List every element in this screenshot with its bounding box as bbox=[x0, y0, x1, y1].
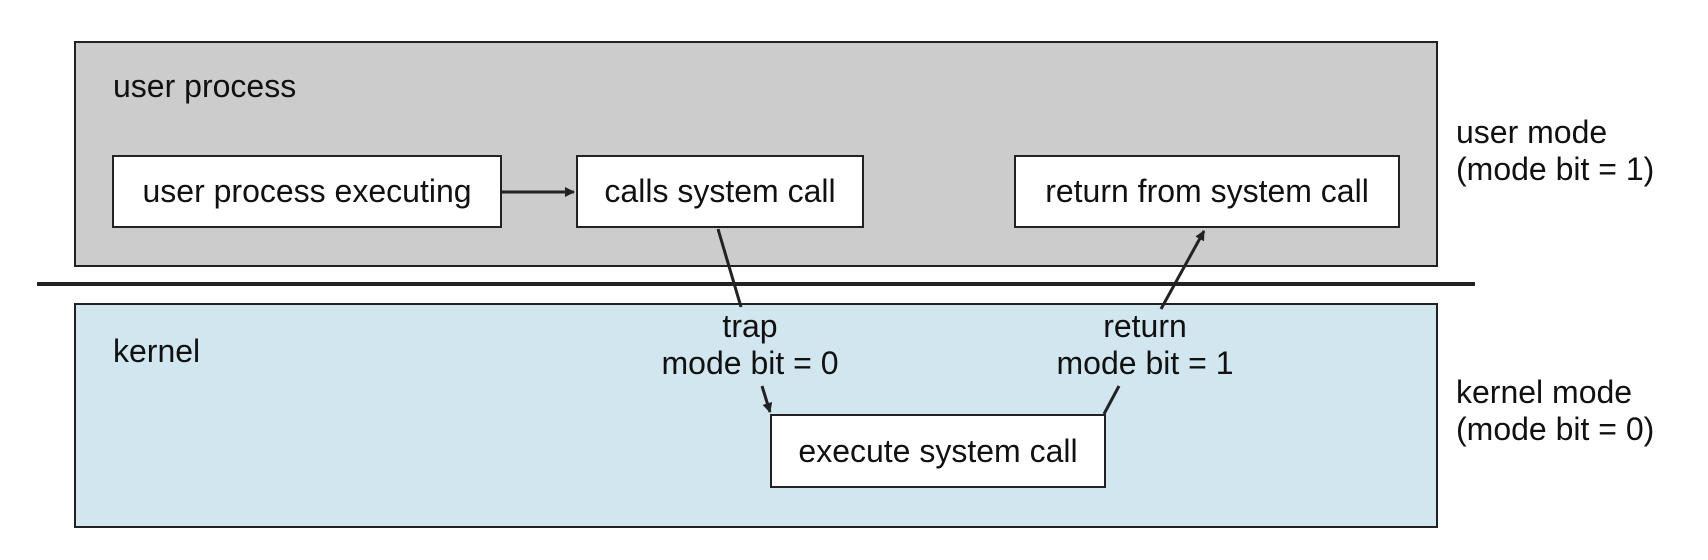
kernel-mode-title: kernel mode bbox=[1456, 374, 1633, 410]
trap-title: trap bbox=[722, 308, 778, 344]
return-title: return bbox=[1103, 308, 1187, 344]
return-arrow-lower bbox=[1102, 385, 1121, 415]
trap-arrow-upper bbox=[716, 228, 743, 308]
kernel-label: kernel bbox=[113, 333, 201, 369]
trap-mode-bit: mode bit = 0 bbox=[661, 345, 839, 381]
return-mode-bit: mode bit = 1 bbox=[1056, 345, 1234, 381]
kernel-mode-label: kernel mode (mode bit = 0) bbox=[1456, 374, 1654, 448]
user-mode-label: user mode (mode bit = 1) bbox=[1456, 114, 1654, 188]
calls-system-call-box: calls system call bbox=[576, 155, 864, 228]
return-label: return mode bit = 1 bbox=[1040, 308, 1250, 382]
trap-arrow-lower bbox=[760, 385, 773, 413]
user-mode-title: user mode bbox=[1456, 114, 1608, 150]
user-mode-bit: (mode bit = 1) bbox=[1456, 151, 1655, 187]
user-process-executing-box: user process executing bbox=[112, 155, 502, 228]
return-from-system-call-box: return from system call bbox=[1014, 155, 1400, 228]
user-process-region bbox=[74, 41, 1438, 267]
user-process-label: user process bbox=[113, 68, 297, 104]
execute-system-call-box: execute system call bbox=[770, 414, 1106, 488]
kernel-region bbox=[74, 303, 1438, 528]
trap-label: trap mode bit = 0 bbox=[650, 308, 850, 382]
return-arrow-upper bbox=[1159, 230, 1206, 310]
kernel-mode-bit: (mode bit = 0) bbox=[1456, 411, 1655, 447]
